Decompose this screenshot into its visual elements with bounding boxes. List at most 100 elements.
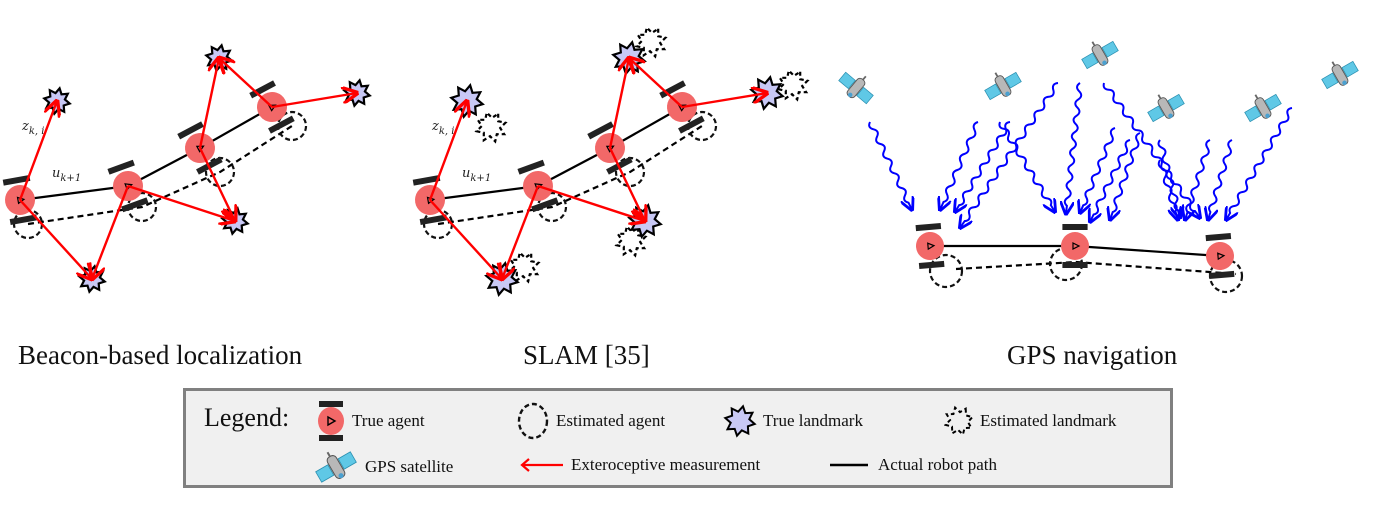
legend-item-true-landmark: True landmark — [723, 403, 863, 439]
satellite-thruster — [1005, 91, 1010, 97]
gps-signal — [1065, 82, 1083, 214]
gps-satellite — [1321, 60, 1359, 90]
agent-wheel — [915, 222, 942, 232]
gps-signal — [960, 82, 1059, 228]
gps-satellite — [838, 71, 874, 105]
agent-wheel — [587, 121, 614, 140]
legend-item-true-agent: True agent — [316, 399, 425, 443]
satellite-antenna — [1331, 61, 1336, 67]
legend-label-estimated-agent: Estimated agent — [556, 411, 666, 430]
dashed-star-icon — [944, 405, 974, 437]
measurement-arrow — [19, 199, 92, 279]
satellite-antenna — [994, 72, 999, 78]
gps-signal — [1185, 139, 1211, 220]
legend-label-exteroceptive: Exteroceptive measurement — [571, 455, 761, 474]
agent-wheel — [177, 121, 204, 140]
control-label: uk+1 — [462, 166, 491, 184]
satellite-antenna — [862, 75, 867, 81]
legend-item-gps-satellite: GPS satellite — [313, 447, 453, 487]
legend-label-gps-satellite: GPS satellite — [365, 457, 454, 476]
agent-wheel — [659, 80, 686, 99]
solar-panel — [1341, 60, 1359, 78]
gps-satellite — [1244, 93, 1282, 123]
star-icon — [723, 404, 757, 438]
estimated-landmark — [474, 110, 508, 144]
estimated-landmark — [614, 224, 648, 258]
measurement-arrow — [127, 184, 235, 221]
satellite-antenna — [1157, 94, 1162, 100]
agent-wheel — [249, 80, 276, 99]
gps-satellite — [1147, 93, 1185, 123]
gps-panel — [838, 40, 1359, 294]
solid-line-icon — [830, 463, 868, 467]
gps-signal — [1090, 139, 1131, 222]
gps-satellite — [984, 71, 1022, 101]
agent-wheel — [1062, 224, 1088, 230]
legend-label-true-agent: True agent — [352, 411, 425, 430]
actual-robot-path — [429, 106, 683, 202]
satellite-thruster — [1342, 80, 1347, 86]
beacon-panel: zk, i uk+1 — [2, 43, 372, 294]
measurement-label: zk, i — [431, 119, 454, 137]
legend-label-true-landmark: True landmark — [763, 411, 863, 430]
true-agent — [1061, 224, 1089, 268]
measurement-label: zk, i — [21, 119, 44, 137]
actual-robot-path — [19, 106, 273, 202]
agent-wheel — [107, 159, 135, 175]
solar-panel — [1101, 40, 1119, 58]
measurement-arrow — [428, 101, 467, 201]
legend-title: Legend: — [204, 403, 290, 432]
legend-label-estimated-landmark: Estimated landmark — [980, 411, 1117, 430]
caption-gps-navigation: GPS navigation — [1007, 340, 1178, 370]
measurement-arrow — [429, 199, 502, 279]
gps-signal — [998, 121, 1055, 212]
legend-box: Legend: True agent Estimated agent True … — [183, 388, 1173, 488]
robot-icon — [318, 401, 344, 441]
gps-signal — [868, 121, 912, 210]
agent-wheel — [419, 214, 448, 225]
agent-wheel — [2, 175, 31, 186]
agent-wheel — [9, 214, 38, 225]
satellite-thruster — [1102, 60, 1107, 66]
measurement-arrow — [608, 58, 629, 149]
measurement-arrow — [537, 184, 645, 221]
measurement-arrow — [92, 185, 130, 279]
solar-panel — [1244, 105, 1262, 123]
solar-panel — [1167, 93, 1185, 111]
measurement-arrow — [271, 93, 357, 109]
agent-wheel — [1062, 262, 1088, 268]
satellite-antenna — [1254, 94, 1259, 100]
solar-panel — [1004, 71, 1022, 89]
solar-panel — [1264, 93, 1282, 111]
estimated-agent — [928, 253, 964, 289]
measurement-arrow — [219, 58, 273, 108]
measurement-arrow — [608, 147, 645, 221]
agent-body — [1061, 232, 1089, 260]
dashed-star-shape — [944, 405, 974, 437]
dashed-circle-icon — [517, 402, 549, 440]
gps-signal — [940, 121, 979, 210]
agent-heading — [1217, 252, 1226, 261]
measurement-arrow — [681, 93, 767, 109]
slam-panel: zk, i uk+1 — [412, 25, 810, 297]
true-agent — [517, 159, 559, 213]
gps-signal — [1102, 82, 1200, 218]
legend-item-estimated-landmark: Estimated landmark — [944, 403, 1116, 439]
satellite-thruster — [338, 473, 344, 479]
gps-satellite — [1081, 40, 1119, 70]
caption-slam: SLAM [35] — [523, 340, 650, 370]
gps-signal — [1226, 107, 1293, 220]
satellite-thruster — [1168, 113, 1173, 119]
caption-beacon-localization: Beacon-based localization — [18, 340, 303, 370]
agent-wheel — [1208, 270, 1235, 280]
control-label: uk+1 — [52, 166, 81, 184]
solar-panel — [315, 464, 335, 483]
agent-wheel — [121, 197, 149, 213]
measurement-arrow — [198, 147, 235, 221]
measurement-arrow — [198, 58, 219, 149]
true-agent — [915, 222, 945, 270]
agent-wheel — [531, 197, 559, 213]
agent-wheel — [678, 115, 705, 134]
legend-item-exteroceptive: Exteroceptive measurement — [519, 455, 760, 475]
